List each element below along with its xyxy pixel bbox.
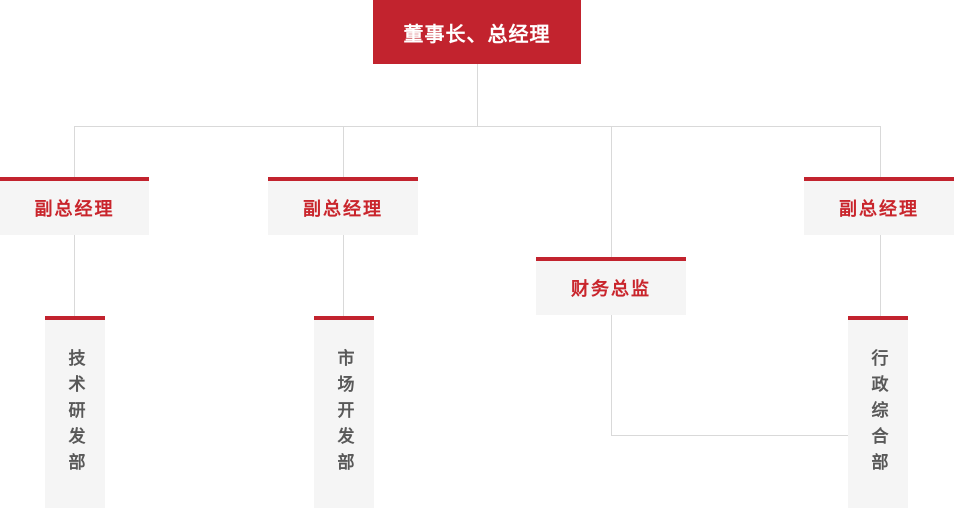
node-deputy-general-manager-1: 副总经理 bbox=[0, 177, 149, 235]
connector-drop-deputy-3 bbox=[880, 127, 881, 177]
node-label: 副总经理 bbox=[34, 199, 115, 219]
connector-finance-right bbox=[611, 435, 848, 436]
node-deputy-general-manager-3: 副总经理 bbox=[804, 177, 954, 235]
node-label: 副总经理 bbox=[303, 199, 383, 219]
connector-finance-down bbox=[611, 315, 612, 436]
node-chairman-general-manager: 董事长、总经理 bbox=[373, 0, 581, 64]
connector-drop-deputy-2 bbox=[343, 127, 344, 177]
connector-deputy-3-dept bbox=[880, 235, 881, 316]
connector-drop-finance bbox=[611, 127, 612, 257]
node-label: 董事长、总经理 bbox=[403, 23, 551, 46]
connector-drop-deputy-1 bbox=[74, 127, 75, 177]
connector-deputy-2-dept bbox=[343, 235, 344, 316]
connector-deputy-1-dept bbox=[74, 235, 75, 316]
node-dept-tech-rd: 技术研发部 bbox=[45, 316, 105, 508]
connector-main-horizontal bbox=[74, 126, 881, 127]
node-dept-admin-general: 行政综合部 bbox=[848, 316, 908, 508]
node-label: 副总经理 bbox=[839, 199, 919, 219]
connector-root-down bbox=[477, 64, 478, 126]
node-dept-market-dev: 市场开发部 bbox=[314, 316, 374, 508]
node-finance-director: 财务总监 bbox=[536, 257, 686, 315]
node-label: 财务总监 bbox=[571, 279, 651, 299]
node-label: 市场开发部 bbox=[334, 349, 354, 479]
node-deputy-general-manager-2: 副总经理 bbox=[268, 177, 418, 235]
node-label: 技术研发部 bbox=[65, 349, 85, 479]
node-label: 行政综合部 bbox=[868, 349, 888, 479]
